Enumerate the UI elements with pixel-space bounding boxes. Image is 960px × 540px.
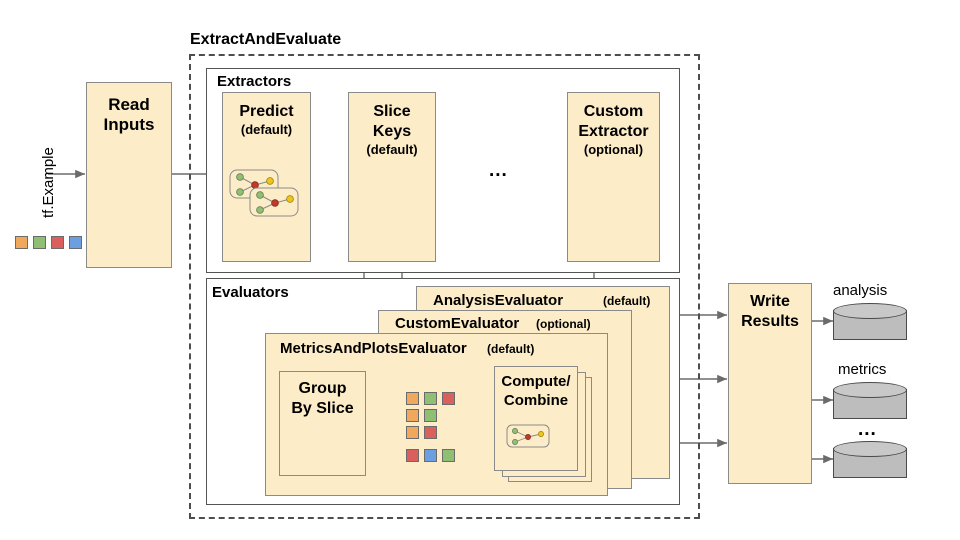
input-label: tf.Example: [40, 147, 57, 218]
read-inputs-label-line1: Read: [108, 95, 150, 114]
extractor-slice-keys-label-line1: Slice: [373, 103, 411, 120]
predict-graph-icon: [229, 169, 299, 217]
compute-combine-line1: Compute/: [501, 373, 571, 390]
compute-combine-line2: Combine: [503, 392, 569, 409]
write-results-line2: Results: [741, 313, 799, 330]
slice-swatch: [406, 409, 419, 422]
extractor-custom-label-line2: Extractor: [578, 123, 649, 140]
write-results-box[interactable]: Write Results: [728, 283, 812, 484]
extractor-slice-keys-box[interactable]: Slice Keys (default): [348, 92, 436, 262]
extractors-ellipsis: ...: [489, 160, 508, 181]
extract-and-evaluate-container: [189, 54, 700, 519]
output-more-label: ...: [858, 419, 877, 440]
evaluator-analysis-qualifier: (default): [603, 294, 651, 308]
extractor-predict-qualifier: (default): [240, 122, 293, 137]
evaluator-analysis-name: AnalysisEvaluator: [433, 292, 564, 309]
slice-swatch: [442, 449, 455, 462]
swatch-orange: [15, 236, 28, 249]
output-more-cylinder-top: [833, 441, 907, 457]
extractors-header: Extractors: [217, 73, 292, 90]
swatch-red: [51, 236, 64, 249]
extractor-custom-qualifier: (optional): [583, 142, 644, 157]
evaluators-header: Evaluators: [212, 284, 289, 301]
evaluator-custom-qualifier: (optional): [536, 317, 591, 331]
compute-combine-box[interactable]: Compute/ Combine: [494, 366, 578, 471]
output-analysis-label: analysis: [833, 282, 888, 299]
extractor-predict-label: Predict: [239, 103, 294, 120]
group-by-slice-line1: Group: [298, 380, 347, 397]
output-metrics-cylinder-top: [833, 382, 907, 398]
swatch-green: [33, 236, 46, 249]
extractor-slice-keys-label-line2: Keys: [372, 123, 412, 140]
slice-swatch: [442, 392, 455, 405]
slice-swatch: [424, 426, 437, 439]
extractor-slice-keys-qualifier: (default): [366, 142, 418, 157]
group-by-slice-line2: By Slice: [291, 400, 354, 417]
evaluator-custom-name: CustomEvaluator: [395, 315, 520, 332]
read-inputs-label-line2: Inputs: [103, 115, 155, 134]
output-metrics-label: metrics: [838, 361, 887, 378]
write-results-line1: Write: [750, 293, 790, 310]
slice-swatch: [406, 426, 419, 439]
extractor-custom-box[interactable]: Custom Extractor (optional): [567, 92, 660, 262]
slice-swatch: [406, 392, 419, 405]
slice-swatch: [406, 449, 419, 462]
slice-swatch: [424, 409, 437, 422]
read-inputs-box[interactable]: Read Inputs: [86, 82, 172, 268]
extractor-custom-label-line1: Custom: [583, 103, 644, 120]
extract-and-evaluate-title: ExtractAndEvaluate: [190, 31, 342, 48]
output-analysis-cylinder-top: [833, 303, 907, 319]
swatch-blue: [69, 236, 82, 249]
slice-swatch: [424, 392, 437, 405]
slice-swatch: [424, 449, 437, 462]
evaluator-metrics-name: MetricsAndPlotsEvaluator: [280, 340, 467, 357]
group-by-slice-box[interactable]: Group By Slice: [279, 371, 366, 476]
compute-combine-graph-icon: [506, 424, 550, 448]
evaluator-metrics-qualifier: (default): [487, 342, 535, 356]
